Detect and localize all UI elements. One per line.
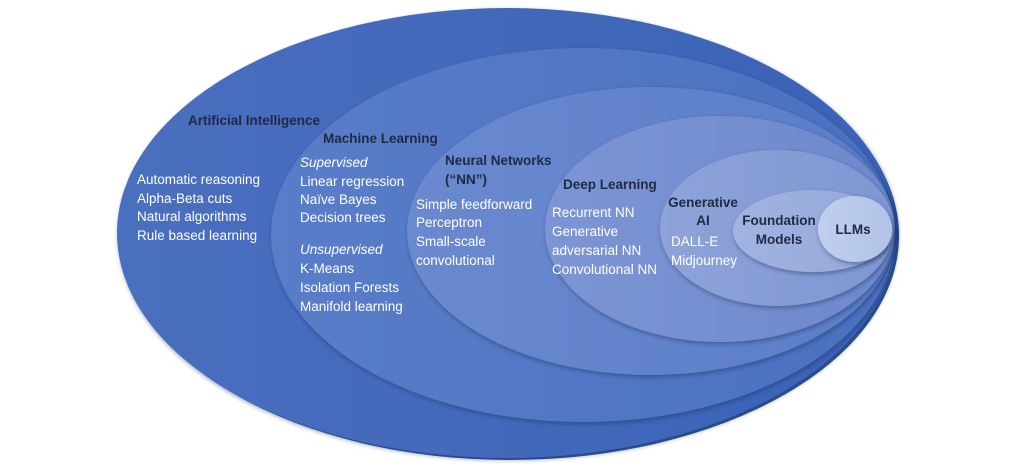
dl-title: Deep Learning (563, 177, 657, 192)
fm-title-line2: Models (755, 232, 803, 247)
dl-item: Recurrent NN (552, 205, 635, 220)
genai-title-line1: Generative (668, 195, 738, 210)
ai-item: Automatic reasoning (137, 172, 261, 187)
ml-unsupervised-heading: Unsupervised (300, 242, 383, 257)
genai-item: Midjourney (671, 253, 738, 268)
ml-item: Naïve Bayes (300, 192, 377, 207)
llm-ellipse (818, 196, 892, 262)
ml-item: Linear regression (300, 174, 405, 189)
nn-title-line2: (“NN”) (445, 172, 487, 187)
ml-item: Manifold learning (300, 299, 403, 314)
ml-item: Isolation Forests (300, 280, 400, 295)
ml-item: K-Means (300, 261, 355, 276)
dl-item: Convolutional NN (552, 262, 658, 277)
ai-item: Alpha-Beta cuts (137, 191, 233, 206)
ml-title: Machine Learning (323, 131, 438, 146)
nn-item: Simple feedforward (416, 197, 533, 212)
nn-item: Small-scale (416, 234, 486, 249)
nn-item: convolutional (416, 253, 495, 268)
dl-item: Generative (552, 224, 619, 239)
llm-title: LLMs (835, 222, 871, 237)
fm-title-line1: Foundation (742, 213, 816, 228)
genai-title-line2: AI (696, 213, 710, 228)
ai-item: Natural algorithms (137, 209, 247, 224)
genai-item: DALL-E (671, 234, 719, 249)
ai-item: Rule based learning (137, 228, 258, 243)
ml-supervised-heading: Supervised (300, 155, 368, 170)
nn-title-line1: Neural Networks (445, 153, 552, 168)
ai-title: Artificial Intelligence (188, 113, 321, 128)
ml-item: Decision trees (300, 210, 386, 225)
nn-item: Perceptron (416, 215, 483, 230)
dl-item: adversarial NN (552, 243, 642, 258)
